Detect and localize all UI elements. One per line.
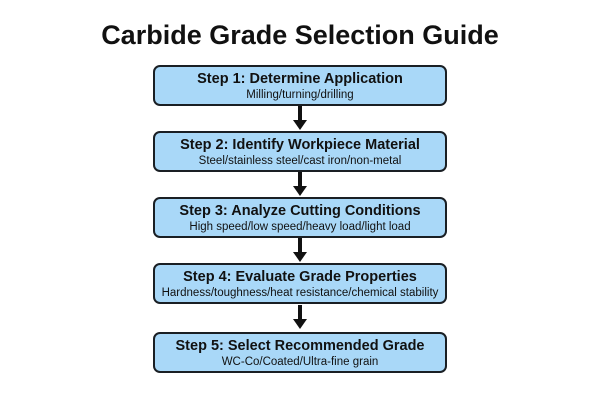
step-4-box: Step 4: Evaluate Grade Properties Hardne… — [153, 263, 447, 304]
step-2-title: Step 2: Identify Workpiece Material — [180, 137, 420, 153]
step-5-title: Step 5: Select Recommended Grade — [175, 338, 425, 354]
step-1-title: Step 1: Determine Application — [197, 71, 403, 87]
arrow-down-icon — [293, 238, 307, 263]
arrow-down-icon — [293, 305, 307, 330]
step-4-title: Step 4: Evaluate Grade Properties — [183, 269, 417, 285]
step-2-description: Steel/stainless steel/cast iron/non-meta… — [198, 155, 402, 167]
step-5-box: Step 5: Select Recommended Grade WC-Co/C… — [153, 332, 447, 373]
step-3-description: High speed/low speed/heavy load/light lo… — [189, 221, 411, 233]
step-3-box: Step 3: Analyze Cutting Conditions High … — [153, 197, 447, 238]
step-3-title: Step 3: Analyze Cutting Conditions — [179, 203, 421, 219]
diagram-title: Carbide Grade Selection Guide — [101, 20, 499, 50]
arrow-down-icon — [293, 172, 307, 197]
step-1-box: Step 1: Determine Application Milling/tu… — [153, 65, 447, 106]
step-5-description: WC-Co/Coated/Ultra-fine grain — [221, 356, 379, 368]
step-2-box: Step 2: Identify Workpiece Material Stee… — [153, 131, 447, 172]
step-1-description: Milling/turning/drilling — [246, 89, 354, 101]
arrow-down-icon — [293, 106, 307, 131]
step-4-description: Hardness/toughness/heat resistance/chemi… — [161, 287, 439, 299]
